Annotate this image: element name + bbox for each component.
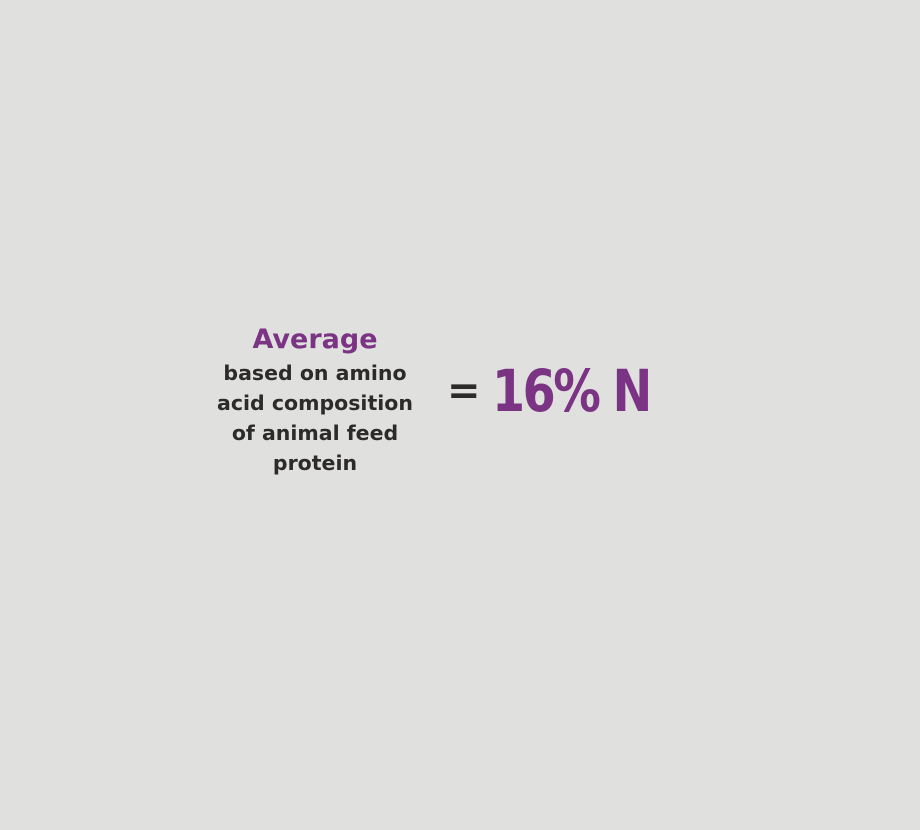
average-heading: Average — [252, 324, 378, 355]
description-line: based on amino — [223, 361, 407, 385]
nitrogen-percentage-result: 16% N — [492, 357, 652, 425]
average-description-block: Average based on amino acid composition … — [200, 322, 430, 478]
equals-sign: = — [447, 368, 481, 414]
description-line: of animal feed — [231, 421, 399, 445]
description-line: protein — [272, 451, 358, 475]
description-line: acid composition — [217, 391, 413, 415]
